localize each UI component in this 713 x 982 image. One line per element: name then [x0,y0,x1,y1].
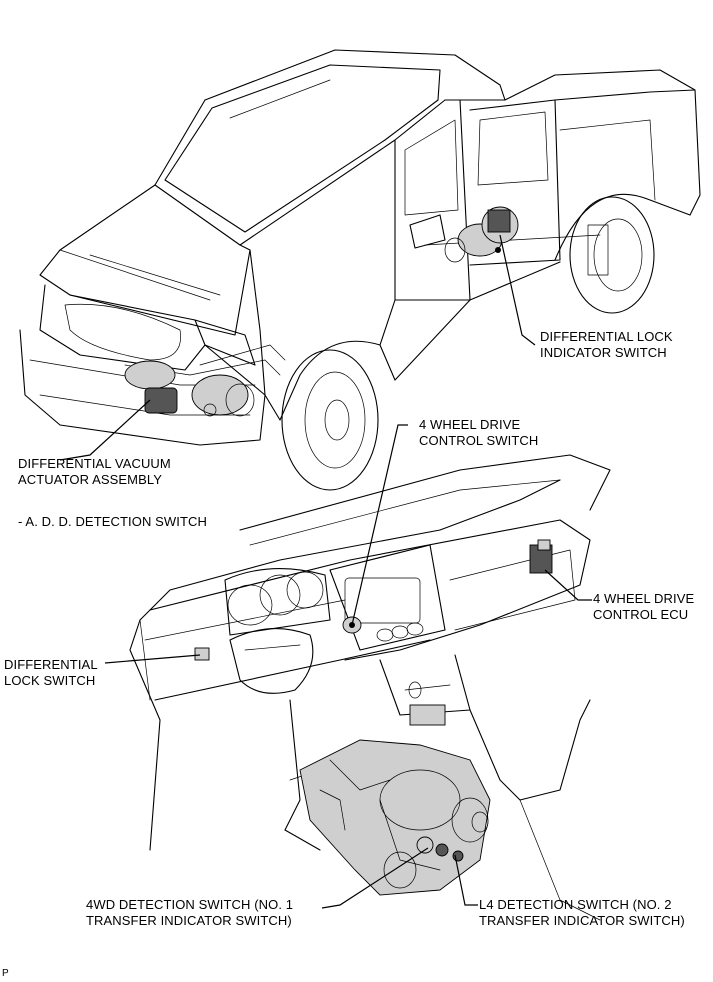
label-line: 4 WHEEL DRIVE [593,591,695,606]
label-line: DIFFERENTIAL VACUUM [18,456,171,471]
label-line: DIFFERENTIAL LOCK [540,329,673,344]
corner-mark: P [2,966,9,982]
front-differential [124,344,286,417]
label-4-wheel-drive-control-switch: 4 WHEEL DRIVE CONTROL SWITCH [419,417,538,449]
label-line: - A. D. D. DETECTION SWITCH [18,514,208,529]
label-line: INDICATOR SWITCH [540,345,667,360]
label-differential-lock-indicator-switch: DIFFERENTIAL LOCK INDICATOR SWITCH [540,329,673,361]
dashboard-drawing [129,454,611,921]
label-l4-detection-switch: L4 DETECTION SWITCH (NO. 2 TRANSFER INDI… [479,897,685,929]
label-line: ACTUATOR ASSEMBLY [18,472,163,487]
label-differential-vacuum-actuator-assembly: DIFFERENTIAL VACUUM ACTUATOR ASSEMBLY [18,456,171,488]
label-line: TRANSFER INDICATOR SWITCH) [479,913,685,928]
leader-lines [59,234,592,909]
label-4-wheel-drive-control-ecu: 4 WHEEL DRIVE CONTROL ECU [593,591,694,623]
label-line: DIFFERENTIAL [4,657,98,672]
label-line: CONTROL SWITCH [419,433,539,448]
pickup-truck-drawing [19,49,701,491]
label-line: L4 DETECTION SWITCH (NO. 2 [479,897,672,912]
rear-differential [424,206,601,263]
label-line: LOCK SWITCH [4,673,96,688]
label-line: CONTROL ECU [593,607,689,622]
label-line: 4 WHEEL DRIVE [419,417,521,432]
label-4wd-detection-switch: 4WD DETECTION SWITCH (NO. 1 TRANSFER IND… [86,897,293,929]
label-line: 4WD DETECTION SWITCH (NO. 1 [86,897,294,912]
label-differential-lock-switch: DIFFERENTIAL LOCK SWITCH [4,657,98,689]
label-line: TRANSFER INDICATOR SWITCH) [86,913,292,928]
corner-mark-text: P [2,968,9,979]
label-add-detection-switch: - A. D. D. DETECTION SWITCH [18,514,207,530]
transfer-assembly [299,739,491,896]
